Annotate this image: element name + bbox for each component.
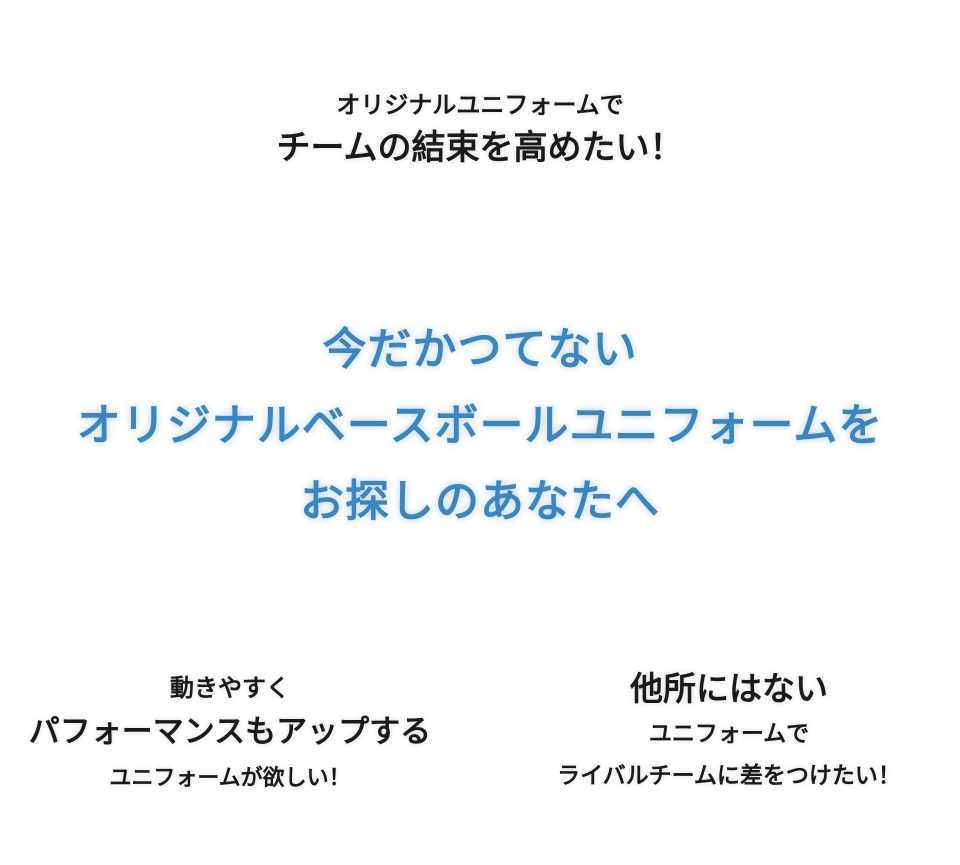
wish-right-line-3: ライバルチームに差をつけたい！ [557, 762, 901, 789]
intro-headline: オリジナルユニフォームで チームの結束を高めたい！ [0, 86, 960, 172]
wish-right-line-2: ユニフォームで [648, 720, 810, 747]
wish-left-line-1: 動きやすく [170, 673, 290, 702]
wish-left-line-2: パフォーマンスもアップする [28, 714, 432, 750]
hero-line-3: お探しのあなたへ [300, 476, 660, 527]
wish-right-line-1: 他所にはない [630, 669, 828, 708]
intro-line-2: チームの結束を高めたい！ [276, 128, 684, 168]
wish-right: 他所にはない ユニフォームで ライバルチームに差をつけたい！ [498, 664, 960, 798]
wish-left: 動きやすく パフォーマンスもアップする ユニフォームが欲しい！ [0, 668, 460, 800]
intro-line-1: オリジナルユニフォームで [336, 90, 624, 119]
hero-line-1: 今だかつてない [322, 324, 638, 375]
hero-line-2: オリジナルベースボールユニフォームを [76, 400, 884, 451]
hero-headline: 今だかつてない オリジナルベースボールユニフォームを お探しのあなたへ [0, 312, 960, 540]
wish-left-line-3: ユニフォームが欲しい！ [109, 765, 351, 791]
